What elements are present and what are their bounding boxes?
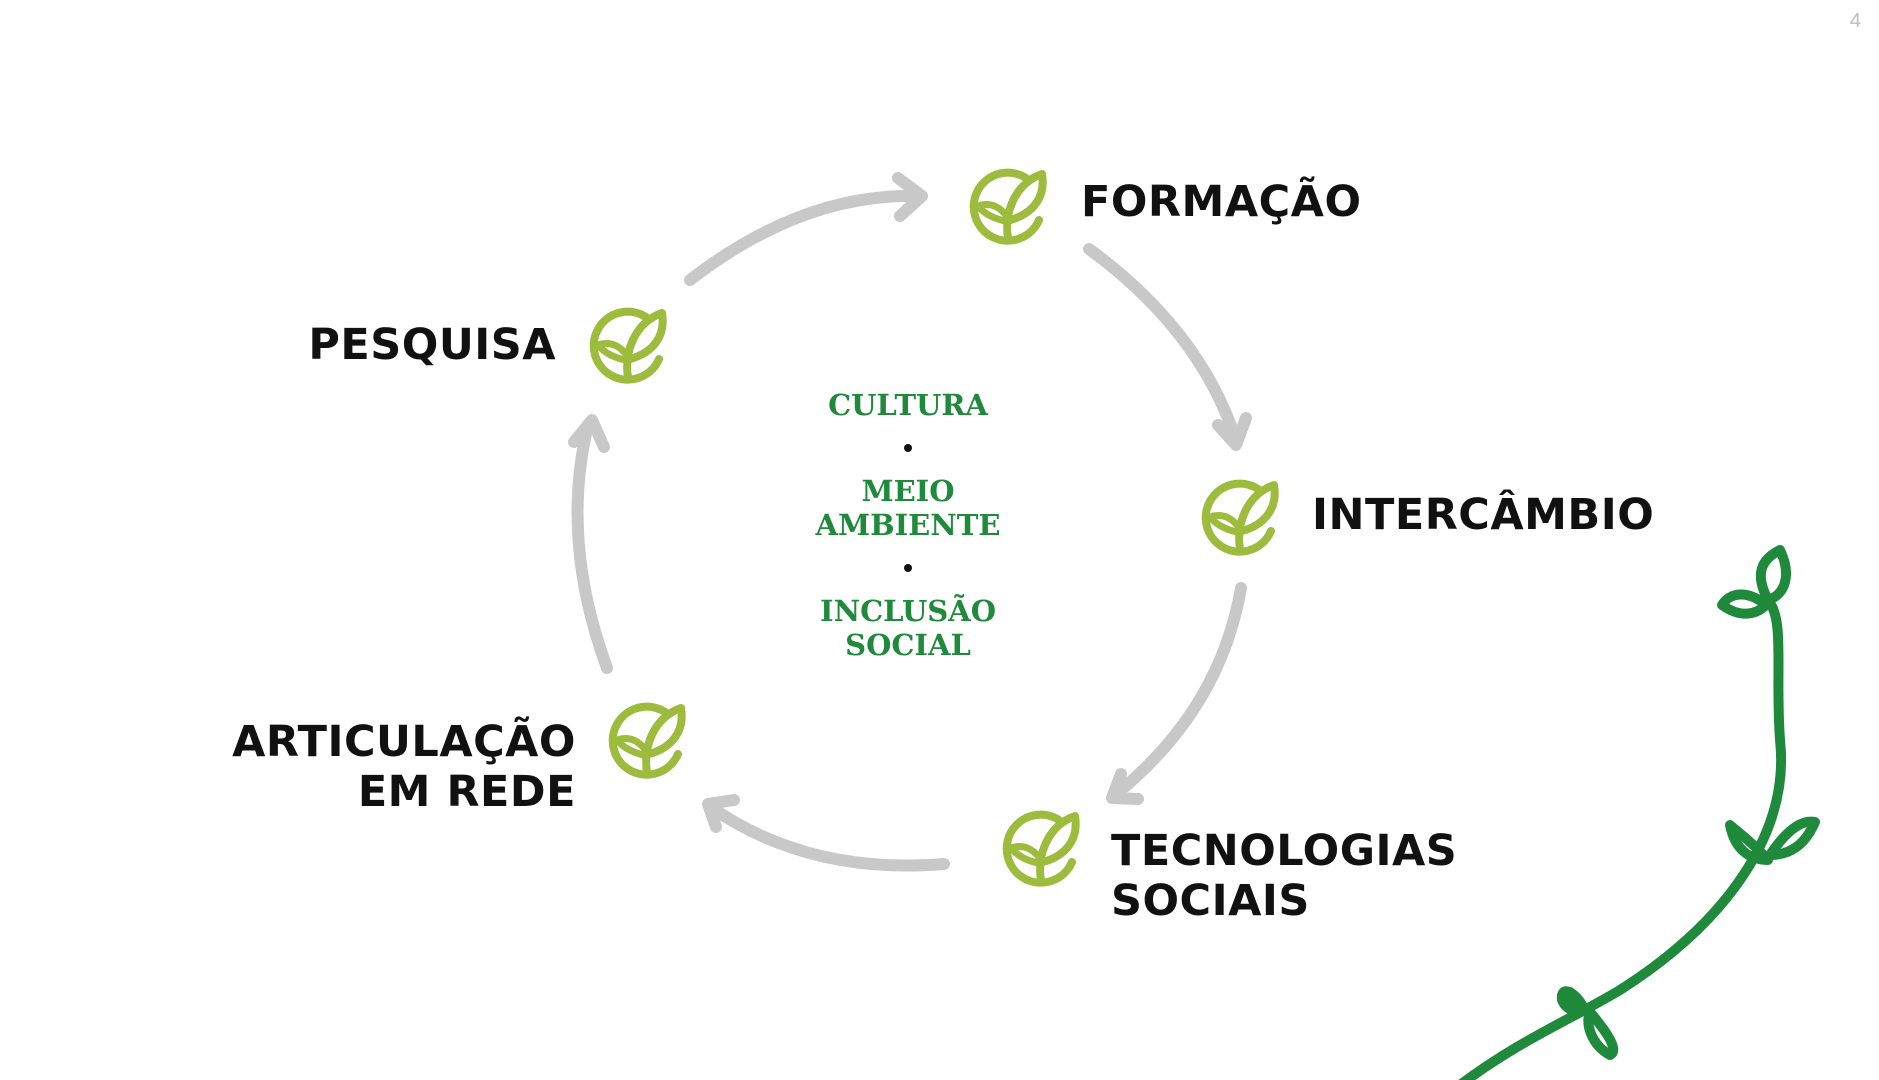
node-label-intercambio: INTERCÂMBIO <box>1312 490 1655 540</box>
vine-branch-icon <box>1458 545 1820 1080</box>
center-item-inclusao-social-line2: SOCIAL <box>845 628 971 662</box>
arrow-articulacao-to-pesquisa <box>568 414 613 674</box>
cycle-arrows <box>568 172 1252 872</box>
sprout-icon <box>1206 484 1275 552</box>
center-item-meio-ambiente-line1: MEIO <box>861 474 955 508</box>
arrow-tecnologias-to-articulacao <box>702 794 950 872</box>
center-item-meio-ambiente-line2: AMBIENTE <box>815 508 1001 542</box>
sprout-icon <box>1007 815 1076 883</box>
arrow-intercambio-to-tecnologias <box>1106 582 1247 805</box>
arrow-formacao-to-intercambio <box>1083 243 1252 451</box>
page-number: 4 <box>1849 10 1861 32</box>
sprout-icon <box>594 312 663 380</box>
center-item-cultura: CULTURA <box>828 388 988 422</box>
arrow-pesquisa-to-formacao <box>684 172 928 286</box>
node-label-pesquisa: PESQUISA <box>308 320 556 370</box>
center-item-inclusao-social-line1: INCLUSÃO <box>820 594 996 628</box>
sprout-icon <box>613 707 682 775</box>
node-label-tecnologias-sociais: TECNOLOGIAS SOCIAIS <box>1111 826 1458 926</box>
separator-dot <box>904 564 912 572</box>
node-label-formacao: FORMAÇÃO <box>1081 177 1362 227</box>
separator-dot <box>904 444 912 452</box>
sprout-icon <box>974 173 1043 241</box>
node-label-articulacao-em-rede: ARTICULAÇÃO EM REDE <box>232 717 576 817</box>
center-values: CULTURA MEIO AMBIENTE INCLUSÃO SOCIAL <box>808 388 1008 662</box>
